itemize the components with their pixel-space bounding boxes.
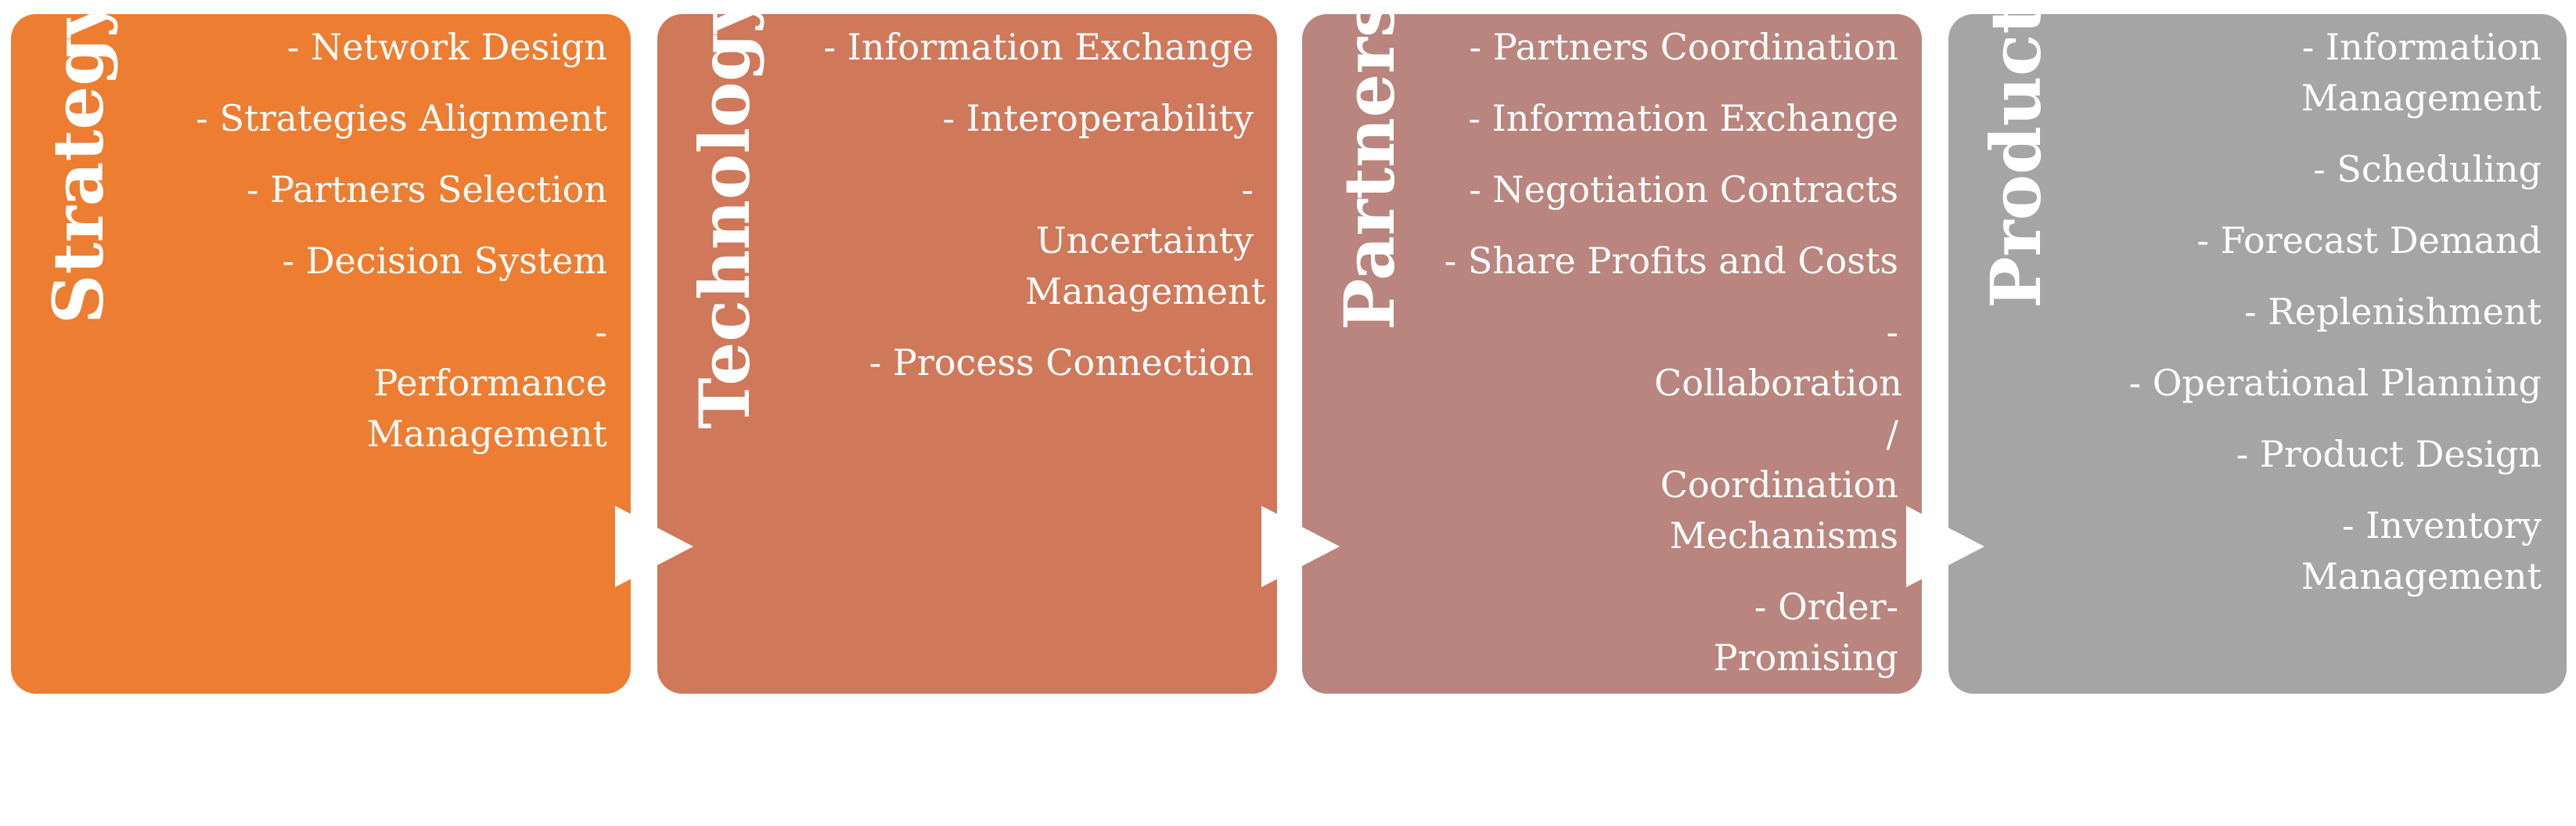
technology-item-list: - Information Exchange - Interoperabilit… [790, 22, 1266, 409]
list-item: - Decision System [282, 240, 607, 282]
list-item: - Partners Selection [1538, 759, 1898, 801]
list-item: - Operational Planning [2128, 362, 2542, 404]
list-item: - Performance Management [366, 311, 607, 455]
list-item: - Strategies Alignment [196, 97, 607, 139]
list-item: - Share Profits and Costs [1444, 240, 1898, 282]
partners-panel: Partners - Partners Coordination - Infor… [1302, 0, 1922, 801]
product-item-list: - Information Management - Scheduling - … [2066, 22, 2542, 622]
strategy-item-list: - Network Design - Strategies Alignment … [144, 22, 607, 480]
arrow-strategy-to-technology-icon [615, 506, 693, 587]
strategy-panel: Strategy - Network Design - Strategies A… [11, 0, 631, 694]
list-item: - Scheduling [2313, 148, 2542, 190]
product-title: Product [1975, 2, 2056, 308]
list-item: - Network Design [286, 26, 607, 68]
list-item: - Interoperability [942, 97, 1254, 139]
list-item: - Forecast Demand [2196, 219, 2542, 262]
framework-diagram: Strategy - Network Design - Strategies A… [11, 0, 2567, 801]
technology-panel: Technology - Information Exchange - Inte… [657, 0, 1277, 694]
list-item: - Product Design [2236, 433, 2542, 475]
list-item: - Partners Coordination [1469, 26, 1898, 68]
strategy-title: Strategy [38, 0, 119, 324]
list-item: - Partners Selection [246, 168, 607, 211]
list-item: - Replenishment [2244, 290, 2542, 333]
list-item: - Uncertainty Management [1025, 168, 1266, 312]
list-item: - Inventory Management [2301, 504, 2542, 597]
list-item: - Negotiation Contracts [1469, 168, 1898, 211]
list-item: - Information Exchange [1468, 97, 1898, 139]
product-panel: Product - Information Management - Sched… [1948, 2, 2567, 694]
list-item: - Order-Promising Process [1713, 586, 1898, 730]
arrow-partners-to-product-icon [1906, 506, 1984, 587]
technology-title: Technology [684, 0, 765, 429]
list-item: - Process Connection [869, 341, 1254, 384]
partners-title: Partners [1329, 0, 1410, 330]
list-item: - Collaboration / Coordination Mechanism… [1654, 311, 1902, 557]
arrow-technology-to-partners-icon [1261, 506, 1340, 587]
partners-item-list: - Partners Coordination - Information Ex… [1419, 22, 1902, 826]
list-item: - Information Management [2301, 26, 2542, 119]
list-item: - Information Exchange [823, 26, 1254, 68]
